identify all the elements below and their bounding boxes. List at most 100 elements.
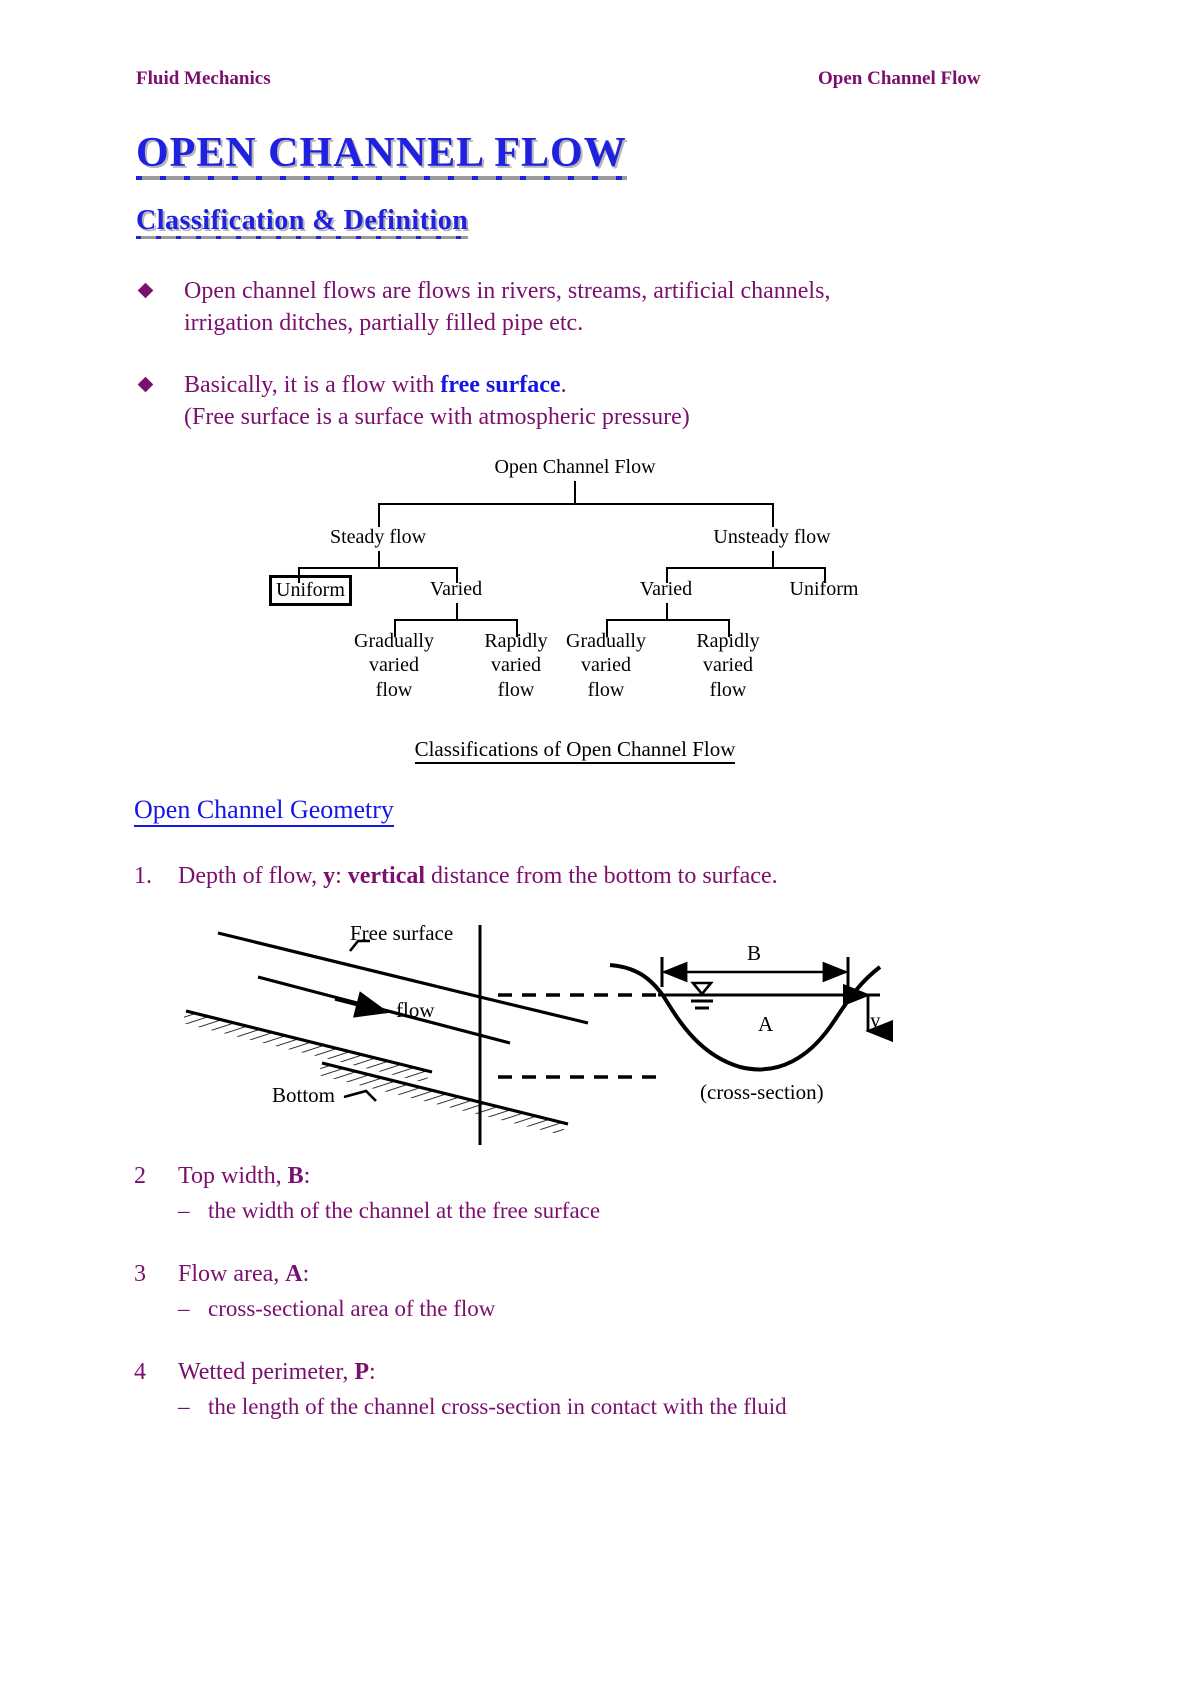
- list-item-body: Wetted perimeter, P:: [178, 1356, 1034, 1389]
- item-3-sub: cross-sectional area of the flow: [208, 1295, 496, 1321]
- flowchart-leaf-rvf-steady: Rapidly varied flow: [456, 629, 576, 702]
- flowchart-connector: [574, 481, 576, 505]
- list-item-top-width: 2 Top width, B: –the width of the channe…: [134, 1160, 1034, 1226]
- classification-flowchart: Open Channel Flow Steady flow Unsteady f…: [255, 455, 895, 765]
- list-item-flow-area: 3 Flow area, A: –cross-sectional area of…: [134, 1258, 1034, 1324]
- leaf-line: Rapidly: [484, 630, 548, 652]
- flowchart-connector: [606, 619, 608, 637]
- list-item-body: Top width, B:: [178, 1160, 1034, 1193]
- leaf-line: flow: [375, 678, 413, 701]
- water-level-triangle-icon: [690, 981, 714, 997]
- label-free-surface: Free surface: [350, 921, 454, 945]
- en-dash: –: [178, 1393, 190, 1419]
- subtitle-underline-dashes: [136, 236, 469, 239]
- channel-geometry-svg: [182, 925, 894, 1145]
- bullet-item-1: Open channel flows are flows in rivers, …: [136, 276, 1016, 339]
- flowchart-connector: [666, 603, 668, 621]
- item-3-pre: Flow area,: [178, 1261, 286, 1287]
- header-left: Fluid Mechanics: [136, 68, 271, 89]
- item-4-pre: Wetted perimeter,: [178, 1359, 355, 1385]
- item-1-post: distance from the bottom to surface.: [425, 863, 778, 889]
- flowchart-connector: [516, 619, 518, 637]
- title-underline-dashes: [136, 176, 627, 180]
- item-4-mid: :: [369, 1359, 376, 1385]
- item-2-symbol: B: [287, 1163, 304, 1189]
- flowchart-connector: [606, 619, 730, 621]
- free-surface-line-extension: [479, 995, 589, 1025]
- bullet-item-2-text: Basically, it is a flow with free surfac…: [184, 370, 1016, 433]
- page-title-text: OPEN CHANNEL FLOW: [136, 130, 627, 176]
- bottom-leader: [343, 1089, 377, 1102]
- list-item-depth: 1. Depth of flow, y: vertical distance f…: [134, 860, 1034, 893]
- flowchart-node-uniform-unsteady: Uniform: [789, 578, 859, 600]
- list-item-subnote: –the length of the channel cross-section…: [178, 1391, 1034, 1422]
- flowchart-connector: [666, 567, 826, 569]
- list-item-number: 2: [134, 1163, 146, 1189]
- section-heading-classification-text: Classification & Definition: [136, 205, 469, 236]
- leaf-line: varied: [581, 654, 631, 677]
- flowchart-connector: [394, 619, 518, 621]
- list-item-subnote: –cross-sectional area of the flow: [178, 1293, 1034, 1324]
- flowchart-connector: [772, 551, 774, 569]
- section-heading-geometry[interactable]: Open Channel Geometry: [134, 795, 394, 827]
- bullet-2-line-1-pre: Basically, it is a flow with: [184, 372, 441, 398]
- item-4-symbol: P: [354, 1359, 370, 1385]
- list-item-body: Depth of flow, y: vertical distance from…: [178, 860, 1034, 893]
- section-heading-classification: Classification & Definition: [136, 205, 469, 239]
- diamond-bullet-icon: [137, 376, 154, 393]
- item-2-pre: Top width,: [178, 1163, 288, 1189]
- flowchart-leaf-gvf-unsteady: Gradually varied flow: [546, 629, 666, 702]
- bullet-item-1-text: Open channel flows are flows in rivers, …: [184, 276, 1016, 339]
- label-depth-y: y: [870, 1008, 881, 1032]
- flowchart-leaf-gvf-steady: Gradually varied flow: [334, 629, 454, 702]
- leaf-line: Rapidly: [696, 630, 760, 652]
- flowchart-connector: [456, 567, 458, 583]
- flowchart-caption-text: Classifications of Open Channel Flow: [414, 737, 736, 764]
- channel-bottom-line: [185, 1009, 433, 1074]
- free-surface-leader: [348, 939, 370, 952]
- bullet-1-line-1: Open channel flows are flows in rivers, …: [184, 278, 831, 304]
- leaf-line: flow: [587, 678, 625, 701]
- channel-bottom-line: [321, 1061, 569, 1126]
- diamond-bullet-icon: [137, 282, 154, 299]
- channel-geometry-figure: Free surface flow Bottom B A y: [180, 915, 970, 1145]
- flowchart-connector: [772, 503, 774, 527]
- item-1-mid: :: [335, 863, 348, 889]
- bed-hatching: [318, 1063, 566, 1135]
- flowchart-node-steady: Steady flow: [329, 526, 427, 548]
- item-4-sub: the length of the channel cross-section …: [208, 1393, 787, 1419]
- item-1-symbol: y: [323, 863, 336, 889]
- flowchart-node-varied-unsteady: Varied: [639, 578, 693, 600]
- header-right: Open Channel Flow: [818, 68, 981, 89]
- flowchart-connector: [378, 551, 380, 569]
- free-surface-line: [217, 931, 481, 999]
- label-area-A: A: [758, 1012, 774, 1036]
- flow-direction-arrow: [334, 991, 390, 1018]
- leaf-line: flow: [709, 678, 747, 701]
- bullet-2-emphasis: free surface: [440, 372, 561, 398]
- leaf-line: flow: [497, 678, 535, 701]
- label-top-width-B: B: [747, 941, 762, 965]
- flowchart-connector: [298, 567, 458, 569]
- leaf-line: varied: [369, 654, 419, 677]
- leaf-line: Gradually: [354, 630, 434, 652]
- label-flow: flow: [396, 998, 435, 1022]
- page-title: OPEN CHANNEL FLOW: [136, 132, 627, 180]
- flowchart-connector: [728, 619, 730, 637]
- list-item-number: 4: [134, 1359, 146, 1385]
- flowchart-node-uniform-steady: Uniform: [269, 575, 352, 606]
- leaf-line: Gradually: [566, 630, 646, 652]
- list-item-number: 3: [134, 1261, 146, 1287]
- flowchart-connector: [824, 567, 826, 583]
- item-1-pre: Depth of flow,: [178, 863, 324, 889]
- label-bottom: Bottom: [272, 1083, 336, 1107]
- flowchart-connector: [394, 619, 396, 637]
- figure-caption-cross-section: (cross-section): [700, 1080, 824, 1104]
- item-3-mid: :: [302, 1261, 310, 1287]
- bullet-item-2: Basically, it is a flow with free surfac…: [136, 370, 1016, 433]
- flowchart-node-unsteady: Unsteady flow: [713, 526, 831, 548]
- cross-section-bank-profile: [609, 963, 882, 1072]
- en-dash: –: [178, 1197, 190, 1223]
- item-1-emphasis: vertical: [347, 863, 426, 889]
- flowchart-node-root: Open Channel Flow: [494, 456, 656, 478]
